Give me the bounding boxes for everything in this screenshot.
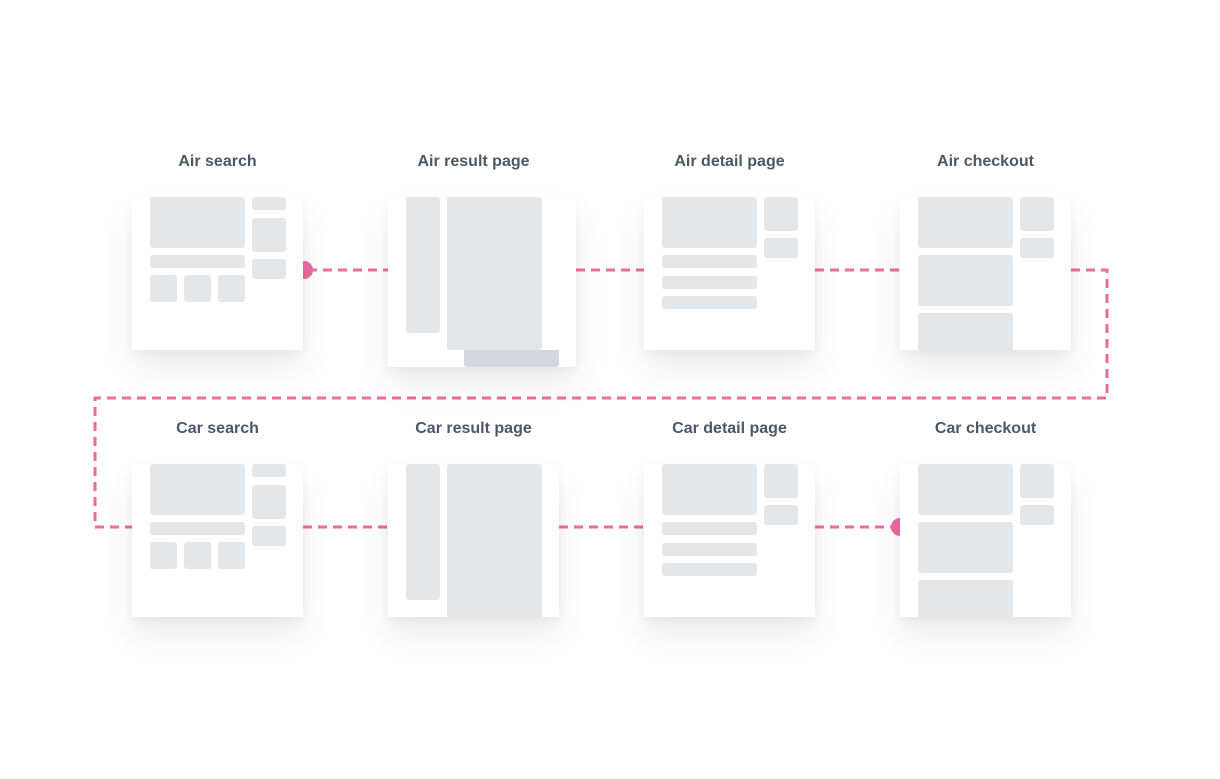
placeholder-block: [1020, 238, 1054, 258]
placeholder-block: [150, 542, 177, 569]
placeholder-block: [764, 197, 798, 231]
placeholder-block: [252, 218, 286, 252]
connector-air-checkout-to-car-search: [93, 268, 1109, 529]
placeholder-block: [662, 296, 757, 309]
wireframe-air-checkout: [900, 197, 1071, 350]
placeholder-block: [918, 464, 1013, 515]
placeholder-block: [918, 313, 1013, 350]
wireframe-car-result-page: [388, 464, 559, 617]
step-label-air-result-page: Air result page: [417, 153, 530, 170]
step-label-car-search: Car search: [176, 420, 259, 437]
step-label-air-detail-page: Air detail page: [674, 153, 785, 170]
step-label-air-search: Air search: [178, 153, 257, 170]
placeholder-block: [918, 197, 1013, 248]
placeholder-block: [662, 276, 757, 289]
placeholder-block: [406, 464, 440, 600]
placeholder-block: [150, 522, 245, 535]
step-label-car-checkout: Car checkout: [934, 420, 1037, 437]
placeholder-block: [184, 275, 211, 302]
placeholder-block: [662, 464, 757, 515]
placeholder-block: [764, 505, 798, 525]
placeholder-block: [447, 464, 542, 617]
placeholder-block: [662, 563, 757, 576]
placeholder-block: [184, 542, 211, 569]
placeholder-block: [764, 238, 798, 258]
placeholder-block: [1020, 505, 1054, 525]
placeholder-block: [252, 259, 286, 279]
placeholder-block: [1020, 197, 1054, 231]
placeholder-block: [447, 197, 542, 350]
wireframe-car-checkout: [900, 464, 1071, 617]
placeholder-block: [252, 197, 286, 210]
placeholder-block: [764, 464, 798, 498]
wireframe-car-search: [132, 464, 303, 617]
step-label-air-checkout: Air checkout: [937, 153, 1034, 170]
wireframe-air-search: [132, 197, 303, 350]
placeholder-block: [150, 464, 245, 515]
placeholder-block: [252, 485, 286, 519]
placeholder-block: [662, 197, 757, 248]
placeholder-block: [1020, 464, 1054, 498]
placeholder-block: [918, 580, 1013, 617]
wireframe-air-detail-page: [644, 197, 815, 350]
placeholder-block: [918, 255, 1013, 306]
placeholder-block: [918, 522, 1013, 573]
placeholder-block: [464, 350, 559, 367]
wireframe-car-detail-page: [644, 464, 815, 617]
wireframe-air-result-page: [388, 197, 576, 367]
placeholder-block: [662, 543, 757, 556]
placeholder-block: [150, 255, 245, 268]
step-label-car-result-page: Car result page: [415, 420, 532, 437]
placeholder-block: [406, 197, 440, 333]
step-label-car-detail-page: Car detail page: [672, 420, 787, 437]
placeholder-block: [252, 464, 286, 477]
placeholder-block: [252, 526, 286, 546]
placeholder-block: [662, 522, 757, 535]
placeholder-block: [150, 197, 245, 248]
placeholder-block: [150, 275, 177, 302]
placeholder-block: [662, 255, 757, 268]
placeholder-block: [218, 542, 245, 569]
placeholder-block: [218, 275, 245, 302]
